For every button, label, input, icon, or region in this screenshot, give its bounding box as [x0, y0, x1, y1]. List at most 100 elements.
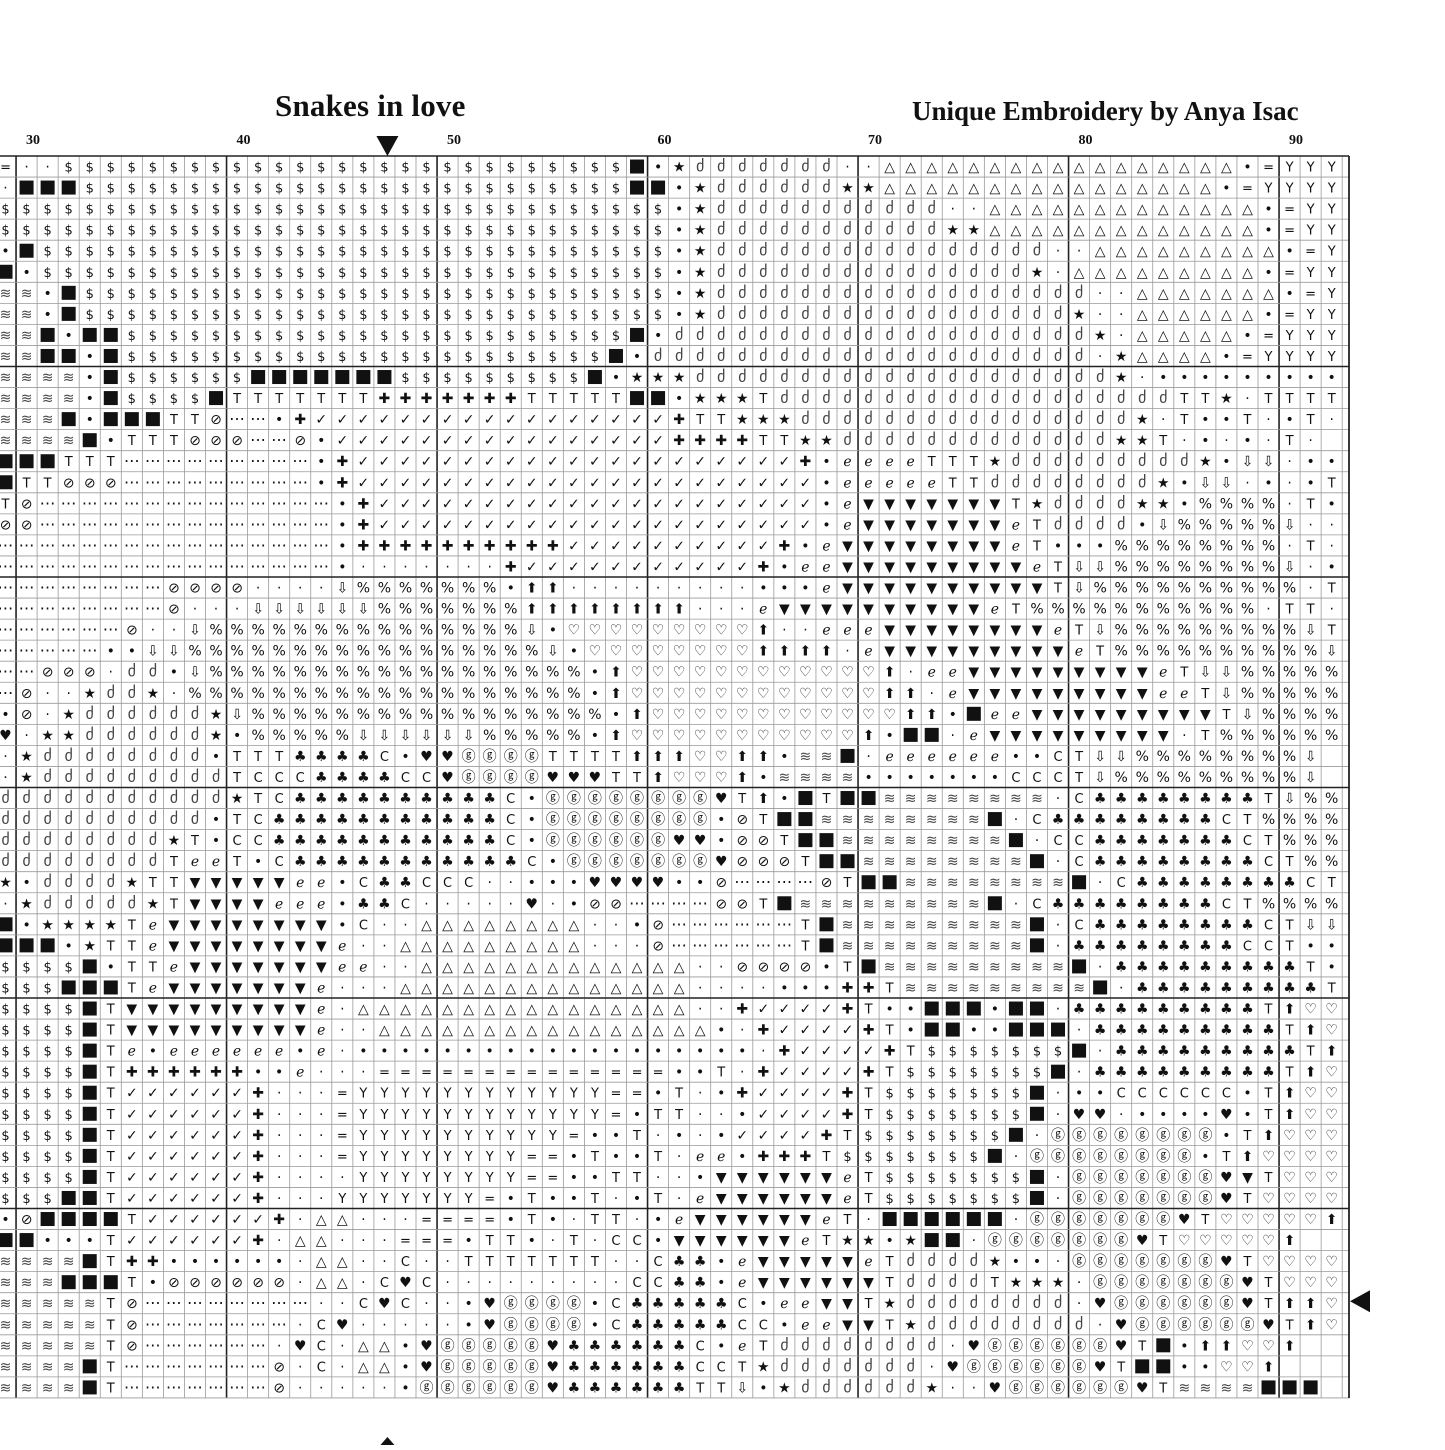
stitch-symbol: △ — [442, 959, 453, 975]
stitch-symbol: ძ — [822, 325, 830, 344]
stitch-symbol: % — [1241, 686, 1254, 702]
stitch-symbol: ♡ — [1283, 1170, 1296, 1186]
stitch-symbol: T — [1221, 1150, 1230, 1165]
stitch-symbol: T — [232, 392, 241, 407]
stitch-symbol: ▼ — [316, 959, 327, 975]
stitch-symbol: C — [1201, 1087, 1210, 1102]
stitch-symbol: △ — [1200, 349, 1211, 365]
stitch-symbol: ▼ — [1032, 728, 1043, 744]
stitch-symbol: ✓ — [442, 517, 454, 533]
stitch-symbol: ▼ — [968, 559, 979, 575]
stitch-symbol: ℯ — [801, 1296, 809, 1312]
stitch-symbol: ★ — [694, 286, 707, 302]
stitch-symbol: ✓ — [126, 1107, 138, 1123]
stitch-symbol: $ — [359, 266, 367, 281]
stitch-symbol: • — [212, 812, 220, 828]
stitch-symbol: Y — [443, 1150, 452, 1165]
stitch-symbol: ⊘ — [84, 665, 96, 681]
stitch-symbol: $ — [422, 350, 430, 365]
stitch-symbol: ძ — [43, 767, 51, 786]
stitch-symbol: ⋯ — [0, 599, 14, 618]
stitch-symbol — [377, 370, 392, 385]
stitch-symbol: % — [504, 644, 517, 660]
stitch-symbol: △ — [1137, 160, 1148, 176]
stitch-symbol: ⓖ — [1114, 1212, 1128, 1228]
stitch-symbol: ✓ — [379, 517, 391, 533]
stitch-symbol: · — [698, 1128, 702, 1144]
stitch-symbol: ⬆ — [884, 686, 896, 702]
stitch-symbol: ძ — [128, 746, 136, 765]
stitch-symbol: ♣ — [610, 1380, 623, 1396]
stitch-symbol: % — [1262, 559, 1275, 575]
stitch-symbol: ≋ — [821, 812, 833, 828]
stitch-symbol: ▼ — [863, 496, 874, 512]
stitch-symbol: ✓ — [147, 1149, 159, 1165]
stitch-symbol: T — [1032, 518, 1041, 533]
stitch-symbol: ✚ — [379, 538, 391, 554]
stitch-symbol: • — [822, 980, 830, 996]
stitch-symbol: • — [233, 1254, 241, 1270]
stitch-symbol: • — [907, 770, 915, 786]
stitch-symbol: ♡ — [1241, 1359, 1254, 1375]
stitch-symbol: ძ — [822, 367, 830, 386]
stitch-symbol: ♡ — [820, 728, 833, 744]
stitch-symbol — [1303, 1380, 1318, 1395]
stitch-symbol: $ — [128, 371, 136, 386]
stitch-symbol: ▼ — [1032, 665, 1043, 681]
stitch-symbol: ♣ — [631, 1296, 644, 1312]
stitch-symbol: ★ — [83, 938, 96, 954]
stitch-symbol: ▼ — [274, 1002, 285, 1018]
stitch-symbol: ⇩ — [1284, 559, 1296, 575]
stitch-symbol: ♣ — [1136, 1023, 1149, 1039]
stitch-symbol: • — [1306, 475, 1314, 491]
stitch-symbol: ✓ — [484, 412, 496, 428]
stitch-symbol: ♥ — [336, 1317, 349, 1333]
stitch-symbol: △ — [989, 181, 1000, 197]
stitch-symbol: ▼ — [968, 623, 979, 639]
stitch-symbol: ✓ — [463, 517, 475, 533]
stitch-symbol: △ — [337, 1275, 348, 1291]
stitch-symbol — [1093, 980, 1108, 995]
stitch-symbol: ♡ — [652, 707, 665, 723]
stitch-symbol: % — [441, 707, 454, 723]
stitch-symbol: % — [1283, 707, 1296, 723]
stitch-symbol: ♣ — [1094, 833, 1107, 849]
stitch-symbol — [61, 348, 76, 363]
stitch-symbol: = — [589, 1066, 600, 1081]
stitch-symbol: · — [740, 581, 744, 597]
stitch-symbol: ✓ — [673, 517, 685, 533]
stitch-symbol: ⇩ — [1305, 623, 1317, 639]
stitch-symbol: $ — [22, 1024, 30, 1039]
stitch-symbol: % — [546, 707, 559, 723]
stitch-symbol: ⇩ — [400, 728, 412, 744]
stitch-symbol: ♣ — [1052, 896, 1065, 912]
stitch-symbol: $ — [885, 1129, 893, 1144]
stitch-symbol: • — [401, 1380, 409, 1396]
stitch-symbol: ✚ — [358, 496, 370, 512]
stitch-symbol: • — [1096, 538, 1104, 554]
stitch-symbol: ძ — [717, 304, 725, 323]
stitch-symbol: ✓ — [589, 433, 601, 449]
stitch-symbol: $ — [233, 245, 241, 260]
stitch-symbol: ✚ — [147, 1065, 159, 1081]
stitch-symbol: ♣ — [589, 1380, 602, 1396]
stitch-symbol: ძ — [1012, 451, 1020, 470]
stitch-symbol: ▼ — [1137, 686, 1148, 702]
stitch-symbol: $ — [970, 1108, 978, 1123]
stitch-symbol: △ — [1074, 181, 1085, 197]
stitch-symbol: ⇩ — [1305, 917, 1317, 933]
stitch-symbol: $ — [254, 203, 262, 218]
stitch-symbol: % — [378, 707, 391, 723]
stitch-symbol: ✓ — [652, 559, 664, 575]
stitch-symbol: ★ — [1052, 1275, 1065, 1291]
stitch-symbol: $ — [212, 350, 220, 365]
stitch-symbol: ♣ — [315, 854, 328, 870]
stitch-symbol: ♣ — [1178, 854, 1191, 870]
stitch-symbol: · — [635, 581, 639, 597]
stitch-symbol: ✓ — [800, 1086, 812, 1102]
stitch-symbol: ≋ — [842, 812, 854, 828]
stitch-symbol: △ — [463, 959, 474, 975]
stitch-symbol: ძ — [885, 388, 893, 407]
stitch-symbol: ⊘ — [189, 433, 201, 449]
stitch-symbol: ≋ — [1010, 791, 1022, 807]
